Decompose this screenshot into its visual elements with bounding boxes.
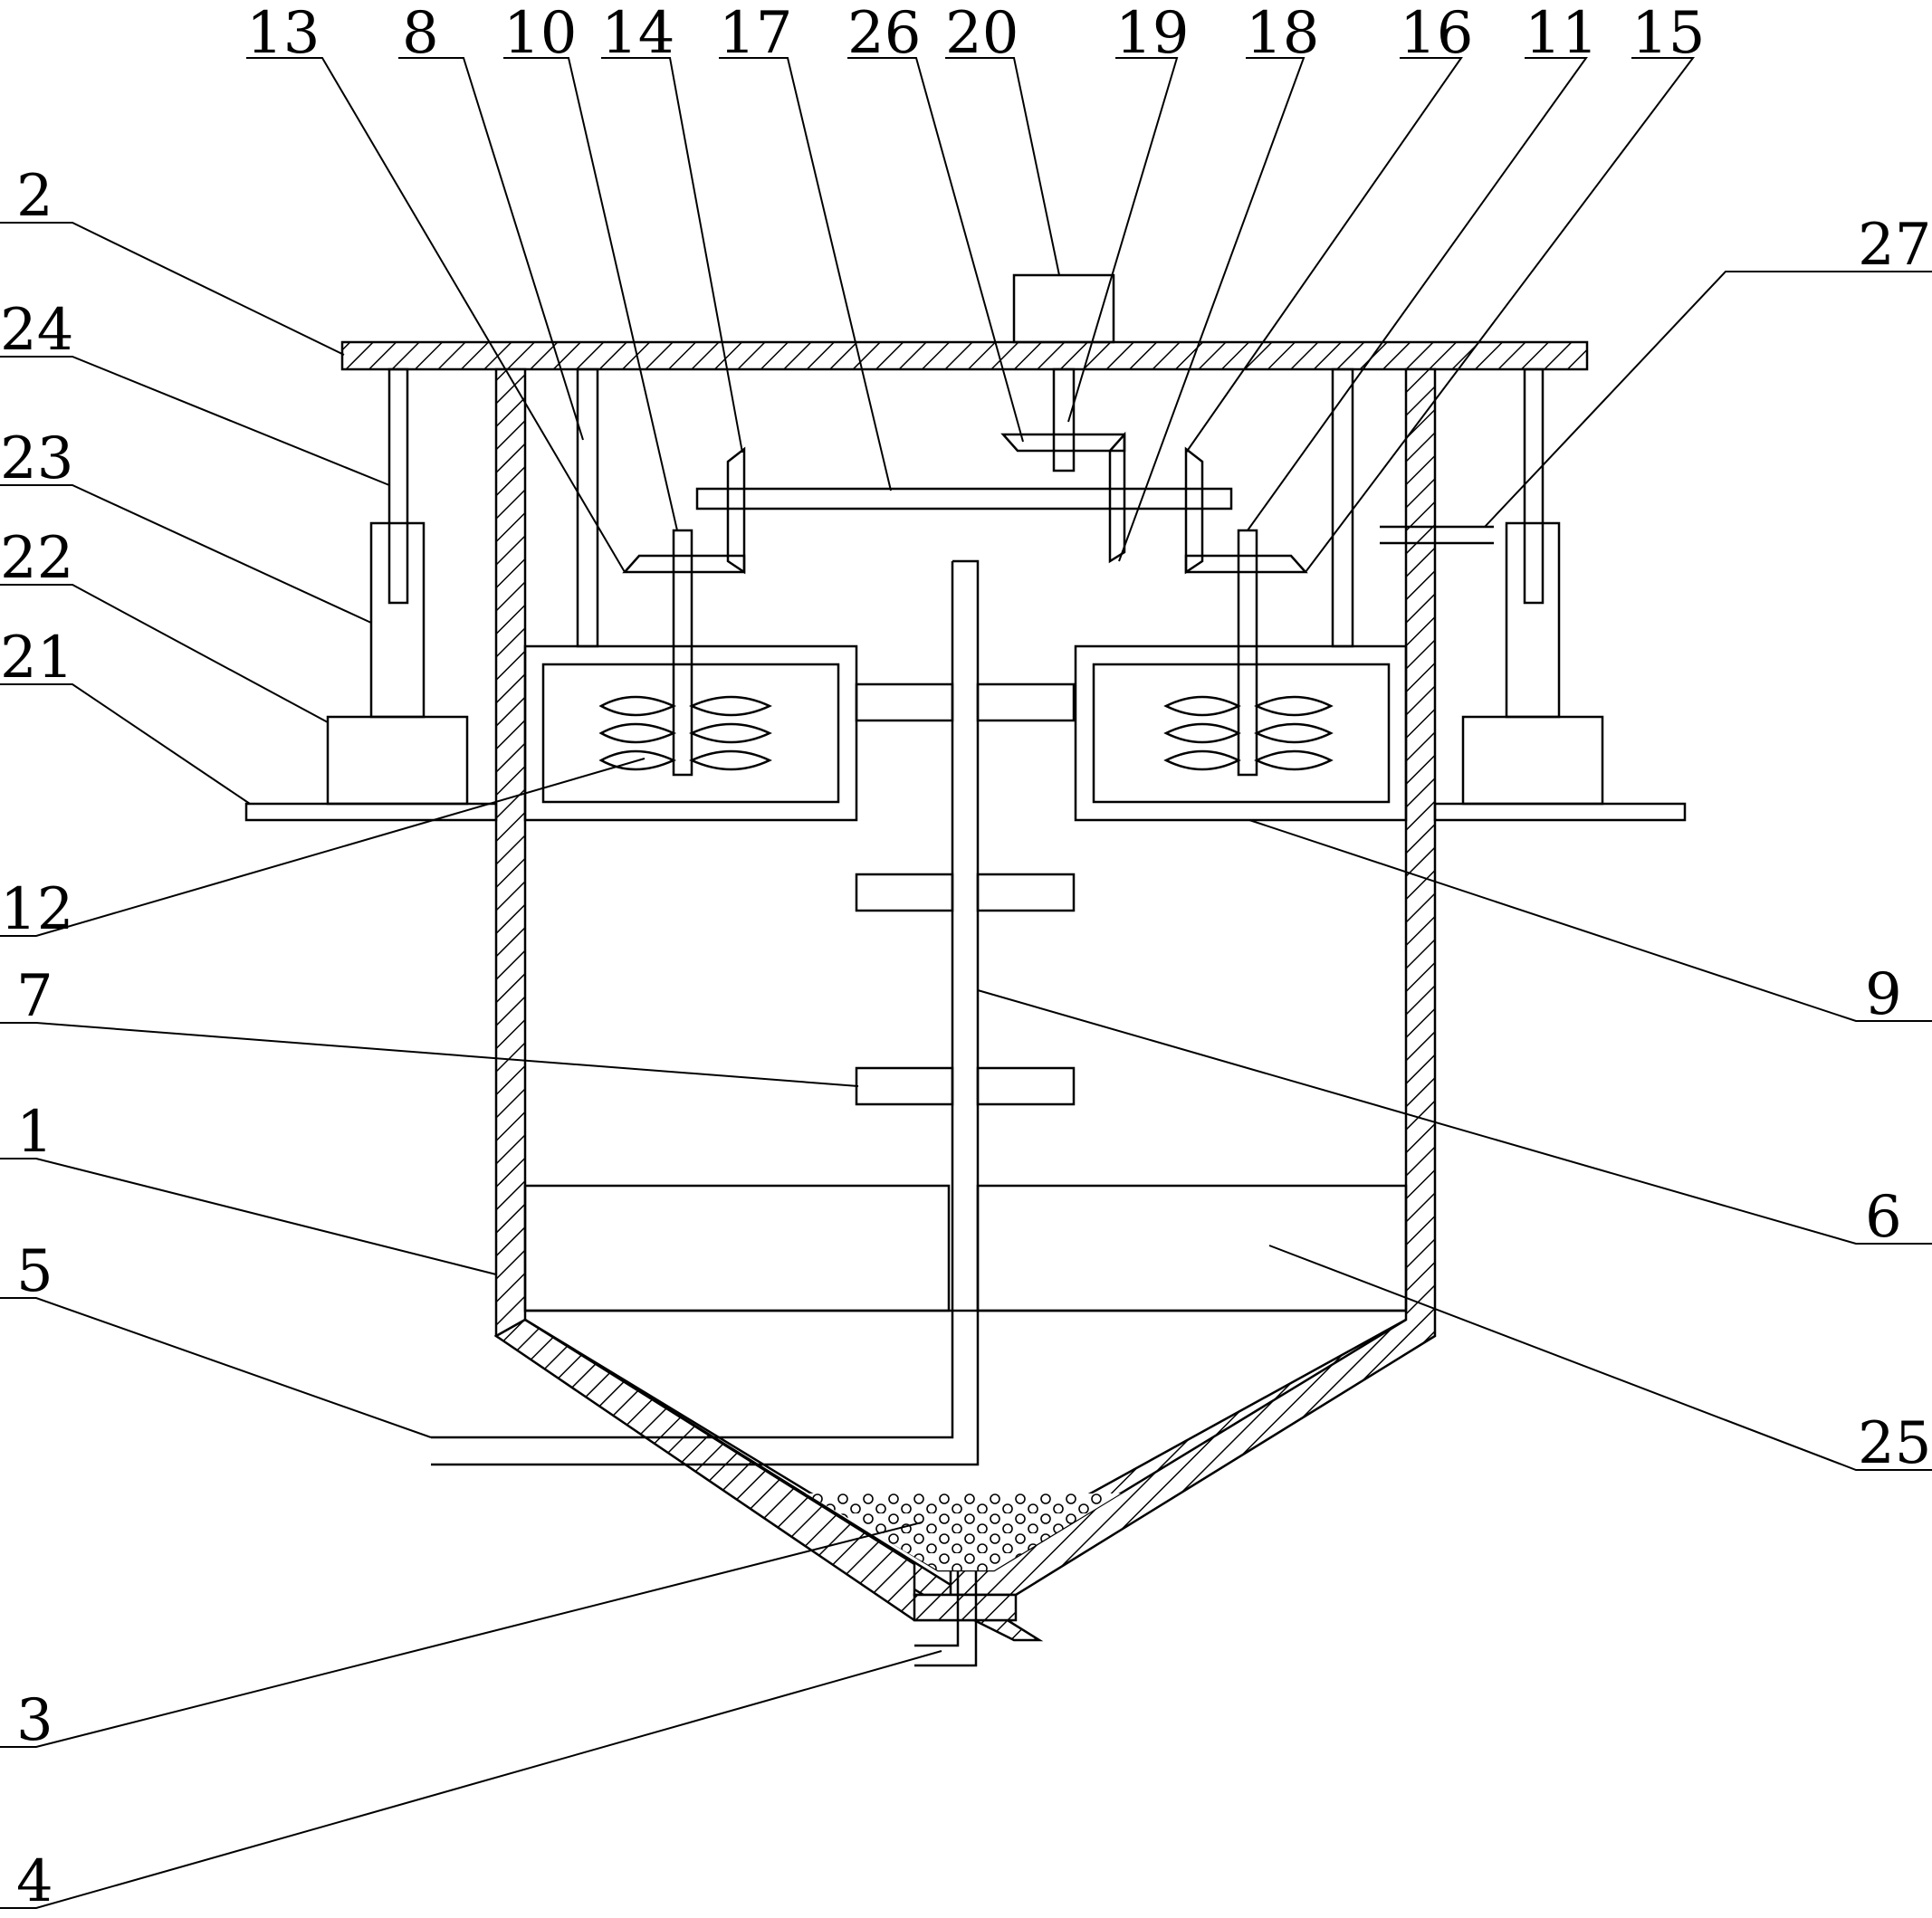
label-6: 6 bbox=[1865, 1184, 1902, 1251]
cam-arm bbox=[1000, 431, 1126, 564]
label-9: 9 bbox=[1865, 961, 1902, 1028]
label-22: 22 bbox=[0, 525, 73, 592]
sediment bbox=[806, 1493, 1121, 1570]
label-25: 25 bbox=[1858, 1410, 1931, 1477]
label-21: 21 bbox=[0, 625, 73, 692]
central-pipe bbox=[431, 559, 980, 1466]
right-support bbox=[1433, 367, 1687, 822]
label-27: 27 bbox=[1858, 212, 1931, 279]
top-plate bbox=[340, 340, 1589, 371]
label-13: 13 bbox=[246, 0, 320, 67]
label-19: 19 bbox=[1115, 0, 1189, 67]
label-17: 17 bbox=[719, 0, 792, 67]
label-5: 5 bbox=[16, 1238, 53, 1305]
label-8: 8 bbox=[402, 0, 439, 67]
porous-blocks bbox=[855, 682, 1076, 1106]
label-7: 7 bbox=[16, 963, 53, 1030]
label-4: 4 bbox=[16, 1848, 53, 1915]
tank-wall bbox=[493, 367, 1437, 1642]
label-20: 20 bbox=[945, 0, 1019, 67]
label-24: 24 bbox=[0, 297, 73, 364]
left-support bbox=[244, 367, 498, 822]
top-motor bbox=[1012, 273, 1115, 472]
label-16: 16 bbox=[1400, 0, 1473, 67]
left-mixing-box bbox=[523, 367, 858, 822]
connecting-rod bbox=[695, 487, 1233, 511]
label-26: 26 bbox=[847, 0, 921, 67]
label-23: 23 bbox=[0, 425, 73, 492]
drain-pipe bbox=[914, 1570, 978, 1667]
label-12: 12 bbox=[0, 876, 73, 943]
side-inlet bbox=[1380, 525, 1494, 545]
leader-lines bbox=[0, 57, 1932, 1909]
label-11: 11 bbox=[1525, 0, 1598, 67]
label-3: 3 bbox=[16, 1687, 53, 1754]
label-18: 18 bbox=[1246, 0, 1319, 67]
label-15: 15 bbox=[1631, 0, 1705, 67]
label-10: 10 bbox=[503, 0, 577, 67]
label-1: 1 bbox=[16, 1099, 53, 1166]
label-2: 2 bbox=[16, 163, 53, 230]
label-14: 14 bbox=[601, 0, 674, 67]
